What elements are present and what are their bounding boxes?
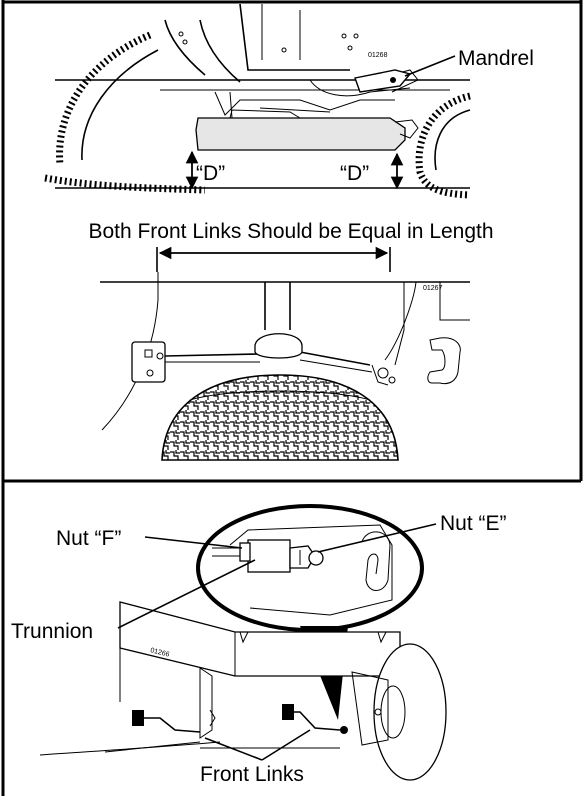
trunnion-label: Trunnion (11, 620, 93, 643)
part-number-middle: 01267 (423, 285, 443, 292)
d-left-label: “D” (196, 162, 225, 185)
mandrel-label: Mandrel (458, 47, 534, 70)
part-number-top: 01268 (368, 52, 388, 59)
left-bracket (131, 341, 166, 383)
front-links-parts (39, 704, 348, 756)
panel-deck-height: “D” “D” Mandrel 01268 (44, 3, 534, 199)
front-links-leader-left (204, 737, 263, 761)
equal-length-caption: Both Front Links Should be Equal in Leng… (88, 220, 493, 243)
mandrel-leader (404, 55, 456, 77)
mandrel (354, 69, 412, 93)
tractor-body (55, 3, 470, 119)
mower-deck (195, 109, 419, 151)
d-right-label: “D” (340, 162, 369, 185)
rear-wheel (44, 31, 206, 194)
part-number-bottom: 01266 (150, 647, 171, 659)
nut-e-label: Nut “E” (440, 512, 507, 535)
front-tire (161, 374, 399, 461)
nut-f-label: Nut “F” (56, 527, 121, 550)
trunnion-leader (117, 559, 256, 629)
nut-f-leader (144, 536, 243, 549)
front-links-label: Front Links (200, 763, 304, 786)
nut-e-leader (317, 523, 437, 553)
right-trunnion (371, 364, 396, 386)
d-measurements (55, 150, 470, 190)
panel-front-links-equal: Both Front Links Should be Equal in Leng… (88, 220, 494, 461)
magnifier-ellipse (196, 504, 424, 632)
front-links-leader-right (261, 729, 311, 761)
panel3-wheel (351, 643, 447, 781)
front-wheel (415, 92, 471, 199)
panel-nut-adjustment: Nut “F” Nut “E” Trunnion Front Links 012… (11, 504, 507, 786)
